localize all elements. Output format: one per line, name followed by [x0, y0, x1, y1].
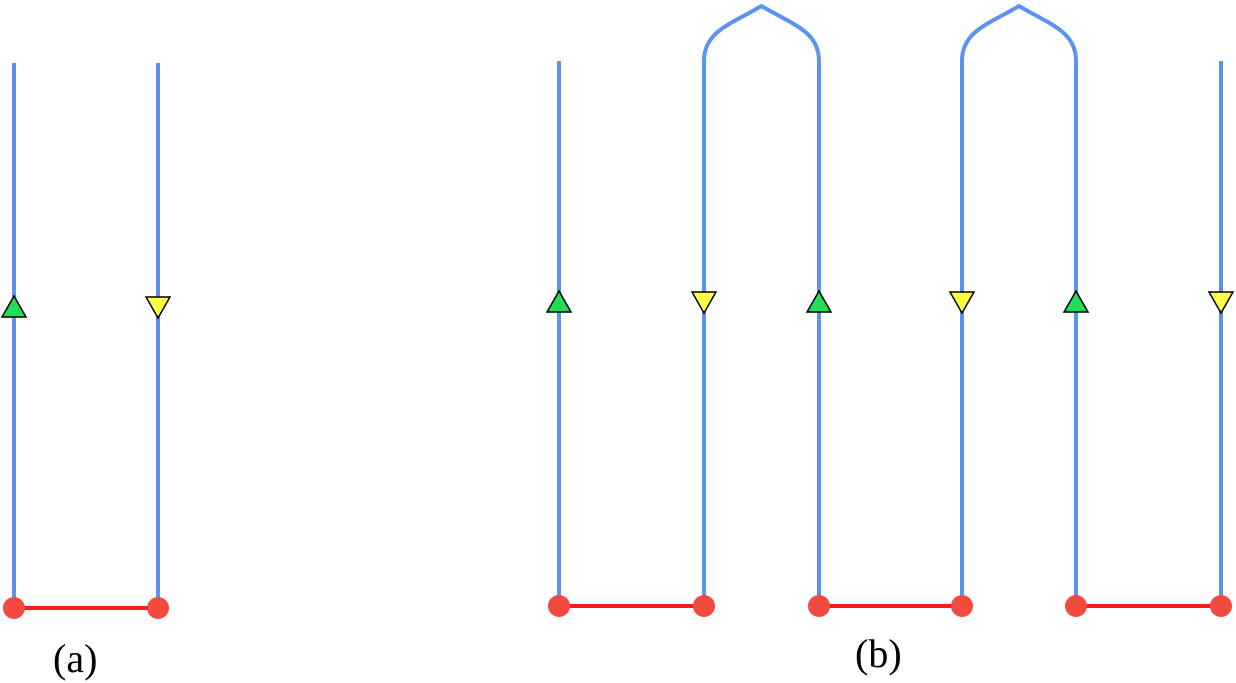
arrow-down-icon	[948, 291, 976, 315]
arrow-down-icon	[1207, 291, 1235, 315]
cap-arc	[702, 4, 821, 62]
node-dot	[548, 595, 570, 617]
arrow-down-icon	[690, 291, 718, 315]
cap-arc	[960, 4, 1078, 62]
node-dot	[1065, 595, 1087, 617]
arrow-up-icon	[0, 294, 28, 318]
node-dot	[951, 595, 973, 617]
node-dot	[147, 597, 169, 619]
arrow-up-icon	[545, 289, 573, 313]
node-dot	[808, 595, 830, 617]
node-dot	[3, 597, 25, 619]
panel-b	[545, 4, 1235, 617]
arrow-down-icon	[144, 296, 172, 320]
arrow-up-icon	[1062, 289, 1090, 313]
arrow-up-icon	[805, 289, 833, 313]
node-dot	[693, 595, 715, 617]
panel-b-caption: (b)	[855, 631, 902, 676]
node-dot	[1210, 595, 1232, 617]
panel-a-caption: (a)	[53, 636, 98, 681]
panel-a	[0, 63, 172, 619]
